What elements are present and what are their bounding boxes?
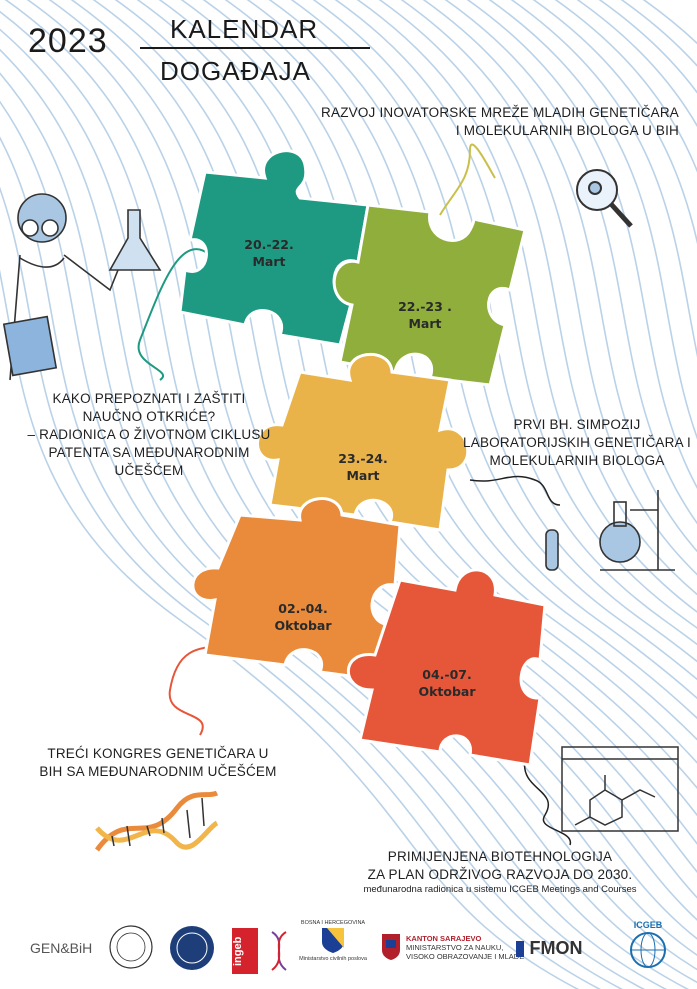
magnifier-illustration <box>576 169 633 228</box>
wave-line <box>378 0 697 596</box>
title-line1: KALENDAR <box>170 14 319 44</box>
event-line: TREĆI KONGRES GENETIČARA U <box>47 746 269 761</box>
event-line: PRVI BH. SIMPOZIJ <box>513 417 641 432</box>
kanton-sarajevo-emblem-icon <box>382 934 400 960</box>
puzzle-piece-4 <box>191 497 402 682</box>
puzzle-date-4: 02.-04. Oktobar <box>258 600 348 634</box>
wave-line <box>400 0 697 576</box>
kanton-sarajevo-text: KANTON SARAJEVO MINISTARSTVO ZA NAUKU, V… <box>406 934 524 961</box>
molecule-icon <box>561 746 679 832</box>
connector-line <box>439 143 496 216</box>
bih-line1: BOSNA I HERCEGOVINA <box>300 920 366 926</box>
icgeb-globe-icon <box>630 932 666 968</box>
event-2: KAKO PREPOZNATI I ZAŠTITI NAUČNO OTKRIĆE… <box>14 390 284 480</box>
gen-bih-logo: GEN&BiH <box>30 940 93 956</box>
event-line: MOLEKULARNIH BIOLOGA <box>489 453 665 468</box>
date-month: Mart <box>346 468 380 483</box>
flask-icon <box>545 490 675 571</box>
event-line: KAKO PREPOZNATI I ZAŠTITI <box>52 391 246 406</box>
connector-line <box>469 475 561 506</box>
dna-icon <box>94 790 219 852</box>
event-line: ZA PLAN ODRŽIVOG RAZVOJA DO 2030. <box>367 867 633 882</box>
event-line: LABORATORIJSKIH GENETIČARA I <box>463 435 691 450</box>
university-seal-icon <box>170 926 214 970</box>
date-month: Mart <box>408 316 442 331</box>
ks-line2: MINISTARSTVO ZA NAUKU, <box>406 943 504 952</box>
wave-line <box>246 0 697 700</box>
ks-line3: VISOKO OBRAZOVANJE I MLADE <box>406 952 525 961</box>
scientist-illustration <box>2 193 162 381</box>
scientist-icon <box>2 193 162 381</box>
dna-illustration <box>94 790 219 852</box>
event-line: NAUČNO OTKRIĆE? <box>82 409 216 424</box>
date-range: 20.-22. <box>244 237 294 252</box>
wave-line <box>554 0 697 173</box>
wave-line <box>510 0 697 358</box>
magnifier-icon <box>576 169 633 228</box>
wave-line <box>0 269 580 989</box>
sponsor-logos: GEN&BiH ingeb BOSNA I HERCEGOVINA Minist… <box>0 918 697 978</box>
event-line: PRIMIJENJENA BIOTEHNOLOGIJA <box>387 849 613 864</box>
date-range: 04.-07. <box>422 667 472 682</box>
puzzle-piece-5 <box>346 568 547 767</box>
wave-line <box>356 0 697 613</box>
event-3: PRVI BH. SIMPOZIJ LABORATORIJSKIH GENETI… <box>462 416 692 470</box>
wave-line <box>202 0 697 741</box>
ks-line1: KANTON SARAJEVO <box>406 934 482 943</box>
wave-line <box>224 0 697 720</box>
wave-line <box>488 0 697 440</box>
event-5-subtitle: međunarodna radionica u sistemu ICGEB Me… <box>363 884 637 895</box>
connector-line <box>137 248 211 381</box>
icgeb-logo: ICGEB <box>618 920 678 975</box>
event-line: UČEŠĆEM <box>114 463 184 478</box>
ingeb-logo: ingeb <box>232 928 258 974</box>
date-range: 22.-23 . <box>398 299 452 314</box>
wave-line <box>268 0 697 681</box>
lab-equipment-illustration <box>545 490 675 571</box>
event-1: RAZVOJ INOVATORSKE MREŽE MLADIH GENETIČA… <box>279 104 679 140</box>
puzzle-date-1: 20.-22. Mart <box>224 236 314 270</box>
puzzle-piece-3 <box>256 352 470 532</box>
puzzle-date-3: 23.-24. Mart <box>318 450 408 484</box>
event-line: RAZVOJ INOVATORSKE MREŽE MLADIH GENETIČA… <box>321 105 679 120</box>
bih-ministry-logo: BOSNA I HERCEGOVINA Ministarstvo civilni… <box>298 920 368 962</box>
bih-coat-of-arms-icon <box>322 928 344 953</box>
molecule-illustration <box>561 746 679 832</box>
event-line: I MOLEKULARNIH BIOLOGA U BIH <box>455 123 679 138</box>
date-range: 02.-04. <box>278 601 328 616</box>
wave-line <box>444 0 697 525</box>
fmon-text: FMON <box>529 938 583 958</box>
genofond-seal-icon <box>109 925 153 969</box>
wave-line <box>0 186 602 989</box>
icgeb-text: ICGEB <box>633 920 663 930</box>
date-month: Oktobar <box>274 618 332 633</box>
date-range: 23.-24. <box>338 451 388 466</box>
event-line: PATENTA SA MEĐUNARODNIM <box>48 445 250 460</box>
event-4: TREĆI KONGRES GENETIČARA U BIH SA MEĐUNA… <box>28 745 288 781</box>
puzzle-piece-2 <box>332 203 527 387</box>
title-divider <box>140 47 370 49</box>
fmon-logo: FMON <box>516 938 582 959</box>
wave-line <box>290 0 697 663</box>
wave-line <box>312 0 697 646</box>
event-line: – RADIONICA O ŽIVOTNOM CIKLUSU <box>27 427 271 442</box>
date-month: Mart <box>252 254 286 269</box>
event-5: PRIMIJENJENA BIOTEHNOLOGIJA ZA PLAN ODRŽ… <box>330 848 670 884</box>
puzzle-date-5: 04.-07. Oktobar <box>402 666 492 700</box>
wave-line <box>422 0 697 553</box>
puzzle-date-2: 22.-23 . Mart <box>380 298 470 332</box>
wave-line <box>0 136 624 989</box>
year: 2023 <box>28 22 108 60</box>
wave-line <box>466 0 697 490</box>
wave-line <box>334 0 697 630</box>
bih-line2: Ministarstvo civilnih poslova <box>299 956 367 962</box>
title-line2: DOGAĐAJA <box>160 56 312 86</box>
connector-line <box>524 759 571 846</box>
dna-logo-icon <box>271 931 287 971</box>
event-line: BIH SA MEĐUNARODNIM UČEŠĆEM <box>39 764 277 779</box>
date-month: Oktobar <box>418 684 476 699</box>
wave-line <box>532 0 697 245</box>
